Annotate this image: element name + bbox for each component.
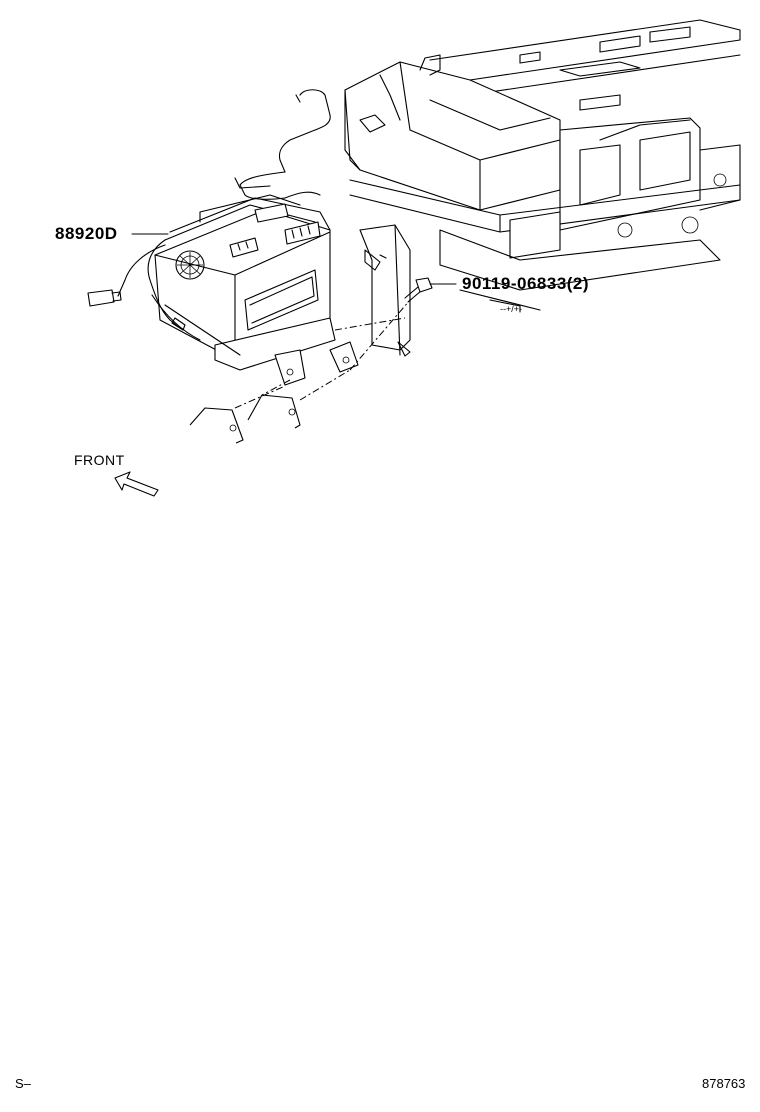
module-part-number: 88920D	[55, 224, 118, 243]
control-module-88920D	[87, 194, 359, 386]
mounting-brackets	[189, 394, 301, 444]
bolt-90119-06833	[404, 277, 433, 303]
bolt-part-number: 90119-06833(2)	[462, 274, 590, 293]
section-code: S–	[15, 1076, 31, 1091]
dashboard-assembly: --+/+-	[344, 19, 741, 357]
harness-wire	[234, 89, 331, 200]
assembly-lines	[234, 299, 411, 409]
svg-text:--+/+-: --+/+-	[500, 304, 522, 314]
illustration-number: 878763	[702, 1076, 746, 1091]
front-arrow-icon	[114, 471, 159, 497]
front-label: FRONT	[74, 452, 125, 468]
